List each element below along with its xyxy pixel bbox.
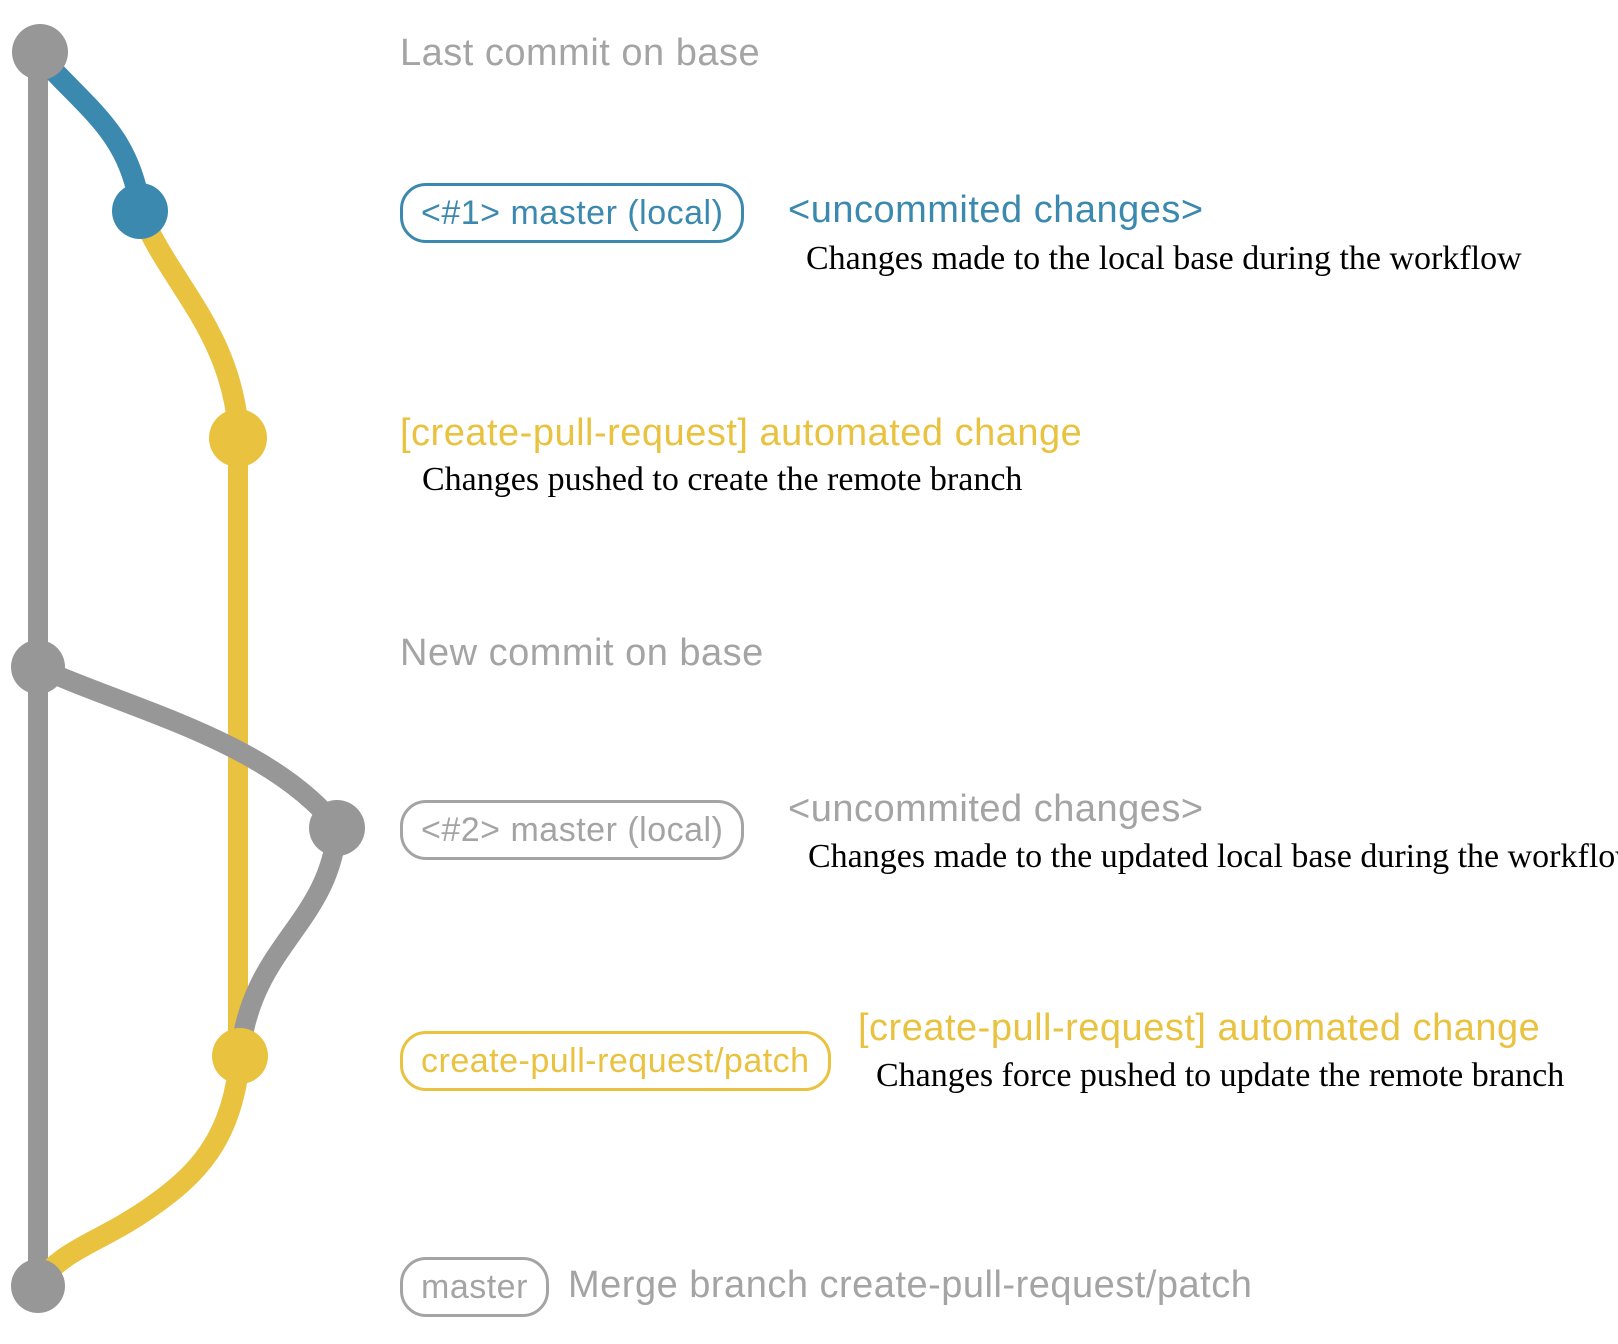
label-merge-branch: Merge branch create-pull-request/patch xyxy=(568,1264,1253,1306)
base-update-curve-in xyxy=(230,828,347,1056)
commit-patch-1 xyxy=(209,409,267,467)
commit-merge xyxy=(11,1259,65,1313)
git-graph xyxy=(11,24,365,1313)
patch-branch-curve-upper xyxy=(132,211,249,427)
commit-local-1 xyxy=(112,183,168,239)
label-uncommited-changes-2: <uncommited changes> xyxy=(788,788,1204,830)
branch-tag-create-pull-request-patch: create-pull-request/patch xyxy=(400,1031,831,1091)
base-update-curve-out xyxy=(33,657,345,834)
local-branch-curve xyxy=(32,49,151,208)
commit-local-2 xyxy=(309,800,365,856)
commit-last-base xyxy=(12,24,68,80)
branch-tag-master-local-1: <#1> master (local) xyxy=(400,183,745,243)
label-new-commit-on-base: New commit on base xyxy=(400,632,764,674)
merge-curve xyxy=(29,1055,251,1292)
branch-tag-master: master xyxy=(400,1257,549,1317)
label-automated-change-1: [create-pull-request] automated change xyxy=(400,412,1083,454)
commit-new-base xyxy=(11,640,65,694)
label-automated-change-2: [create-pull-request] automated change xyxy=(858,1007,1541,1049)
note-changes-force-pushed: Changes force pushed to update the remot… xyxy=(876,1057,1565,1094)
label-last-commit-on-base: Last commit on base xyxy=(400,32,761,74)
commit-patch-2 xyxy=(212,1028,268,1084)
note-updated-local-base-changes: Changes made to the updated local base d… xyxy=(808,838,1618,875)
label-uncommited-changes-1: <uncommited changes> xyxy=(788,189,1204,231)
note-local-base-changes: Changes made to the local base during th… xyxy=(806,240,1522,277)
branch-tag-master-local-2: <#2> master (local) xyxy=(400,800,745,860)
note-changes-pushed: Changes pushed to create the remote bran… xyxy=(422,461,1023,498)
